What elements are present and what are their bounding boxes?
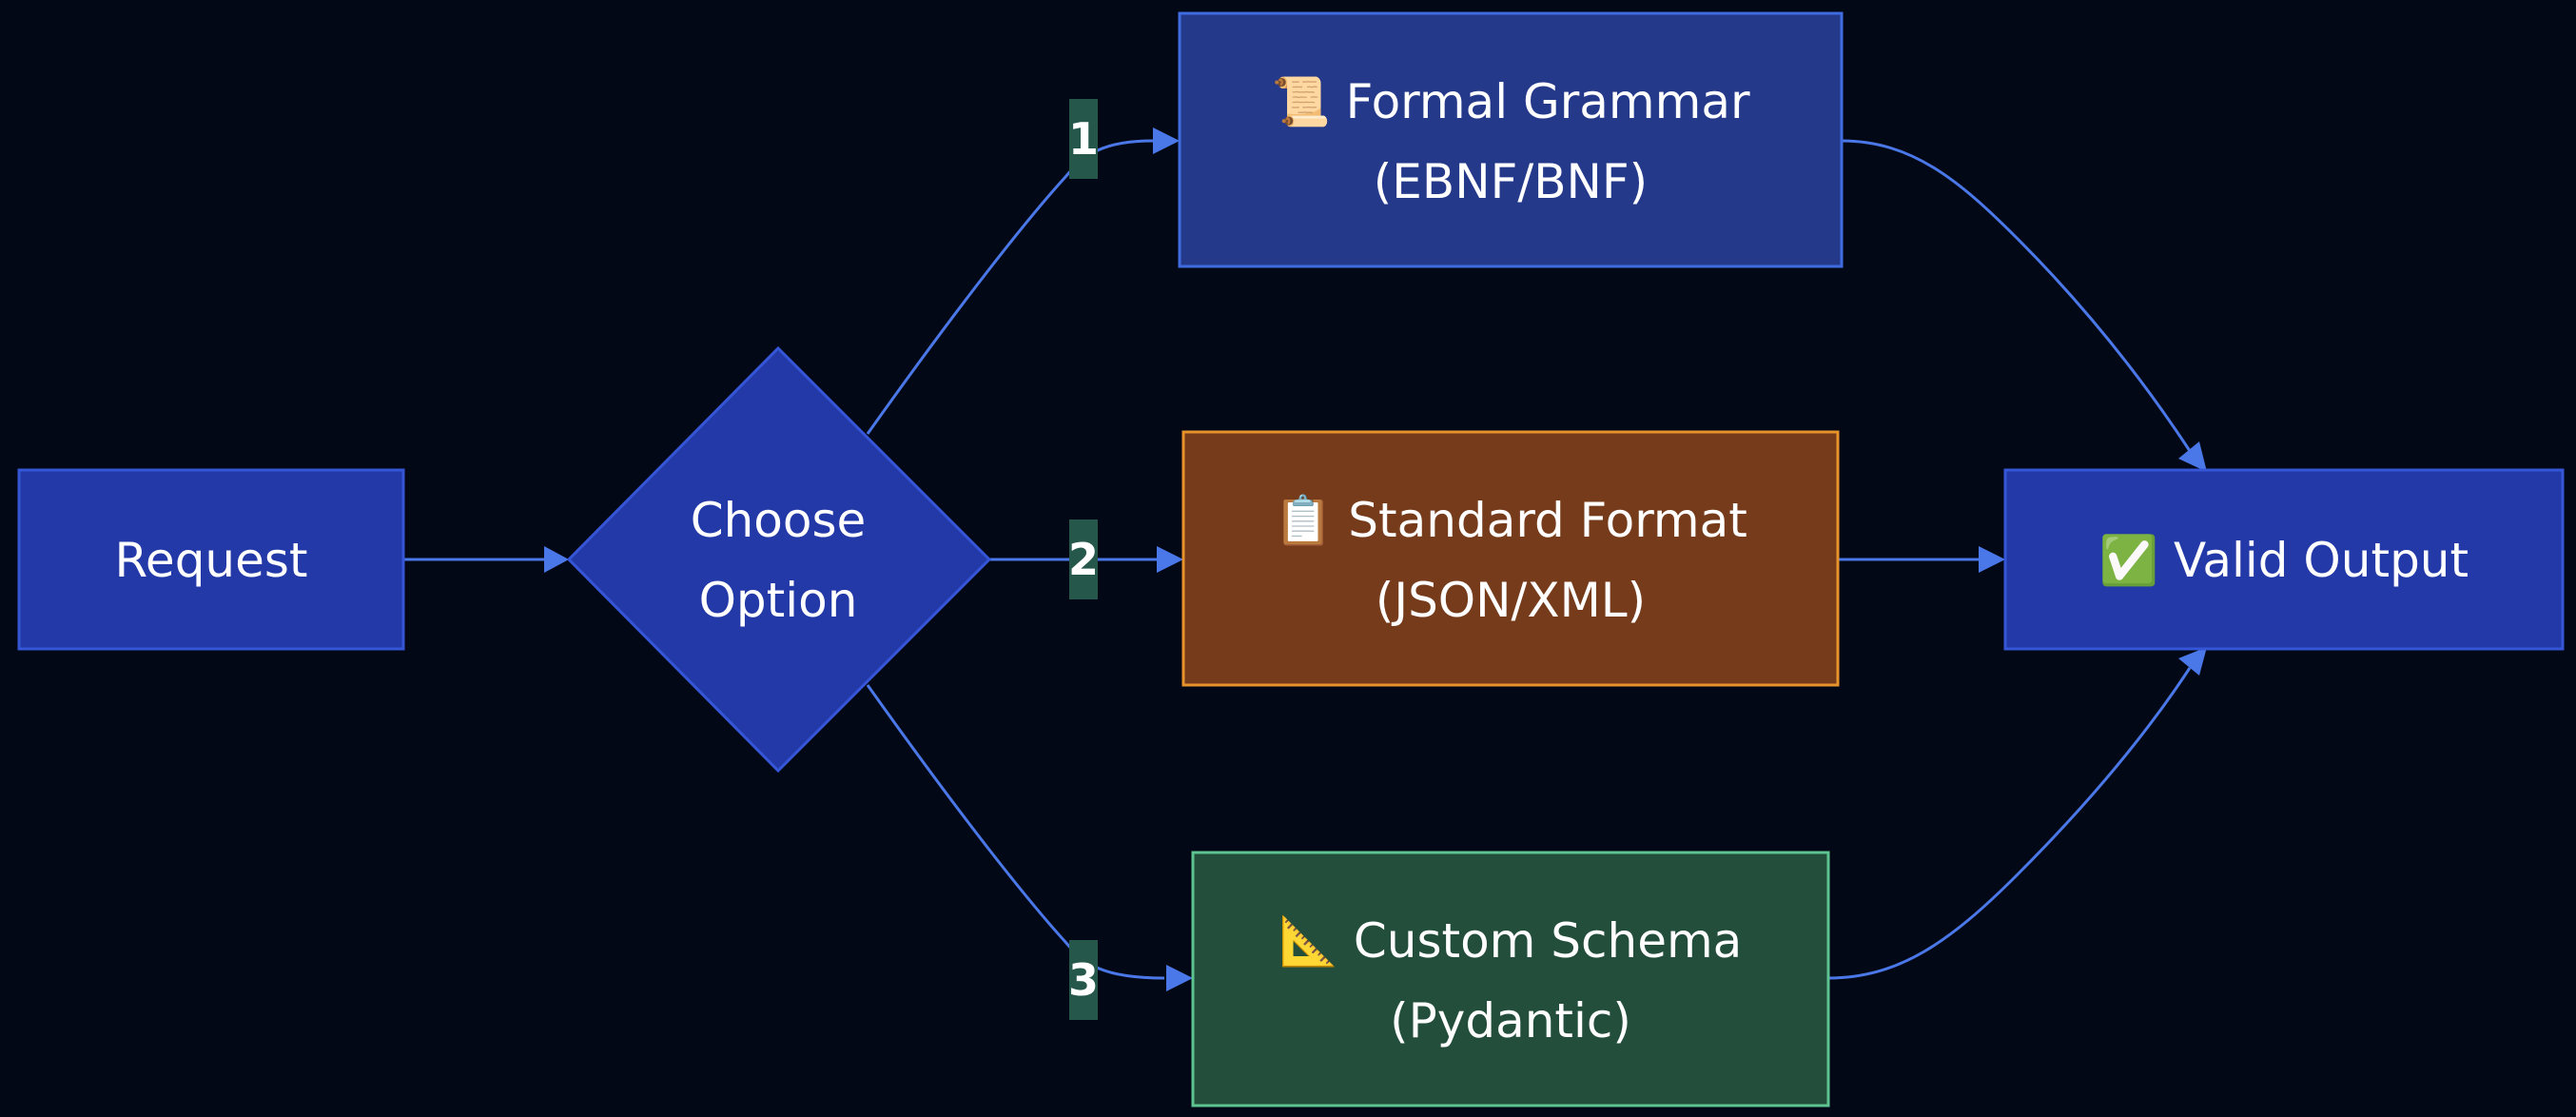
arrowhead-choose xyxy=(544,546,569,573)
edges xyxy=(403,139,2192,980)
node-output-label: ✅ Valid Output xyxy=(2099,533,2469,588)
arrowhead-output-top xyxy=(2178,441,2207,472)
arrowhead-custom xyxy=(1166,965,1193,991)
arrowhead-grammar xyxy=(1153,127,1180,154)
node-request: Request xyxy=(17,468,405,651)
edge-label-3: 3 xyxy=(1068,940,1099,1020)
arrowhead-standard xyxy=(1157,546,1183,573)
edge-choose-to-grammar xyxy=(866,139,1154,435)
node-custom-line2: (Pydantic) xyxy=(1390,993,1631,1048)
node-formal-grammar: 📜 Formal Grammar (EBNF/BNF) xyxy=(1178,11,1844,268)
svg-text:2: 2 xyxy=(1068,534,1099,585)
edge-grammar-to-output xyxy=(1841,139,2192,452)
node-custom-schema: 📐 Custom Schema (Pydantic) xyxy=(1191,851,1830,1107)
node-request-label: Request xyxy=(114,533,307,588)
arrowhead-output-middle xyxy=(1979,546,2005,573)
node-choose-option: Choose Option xyxy=(566,345,992,774)
edge-label-1: 1 xyxy=(1068,99,1099,179)
arrowhead-output-bottom xyxy=(2178,647,2207,676)
node-grammar-line1: 📜 Formal Grammar xyxy=(1271,74,1750,129)
edge-custom-to-output xyxy=(1827,667,2192,980)
node-standard-line2: (JSON/XML) xyxy=(1376,573,1646,628)
svg-text:3: 3 xyxy=(1068,954,1099,1006)
node-standard-format: 📋 Standard Format (JSON/XML) xyxy=(1181,430,1840,687)
node-choose-line2: Option xyxy=(699,573,858,628)
node-grammar-line2: (EBNF/BNF) xyxy=(1374,154,1648,209)
svg-text:1: 1 xyxy=(1068,113,1099,165)
arrowheads xyxy=(544,127,2207,991)
node-choose-line1: Choose xyxy=(691,493,867,548)
edge-choose-to-custom xyxy=(866,684,1165,980)
node-standard-line1: 📋 Standard Format xyxy=(1274,493,1747,548)
node-custom-line1: 📐 Custom Schema xyxy=(1279,913,1743,969)
node-valid-output: ✅ Valid Output xyxy=(2003,468,2565,651)
edge-label-2: 2 xyxy=(1068,519,1099,599)
